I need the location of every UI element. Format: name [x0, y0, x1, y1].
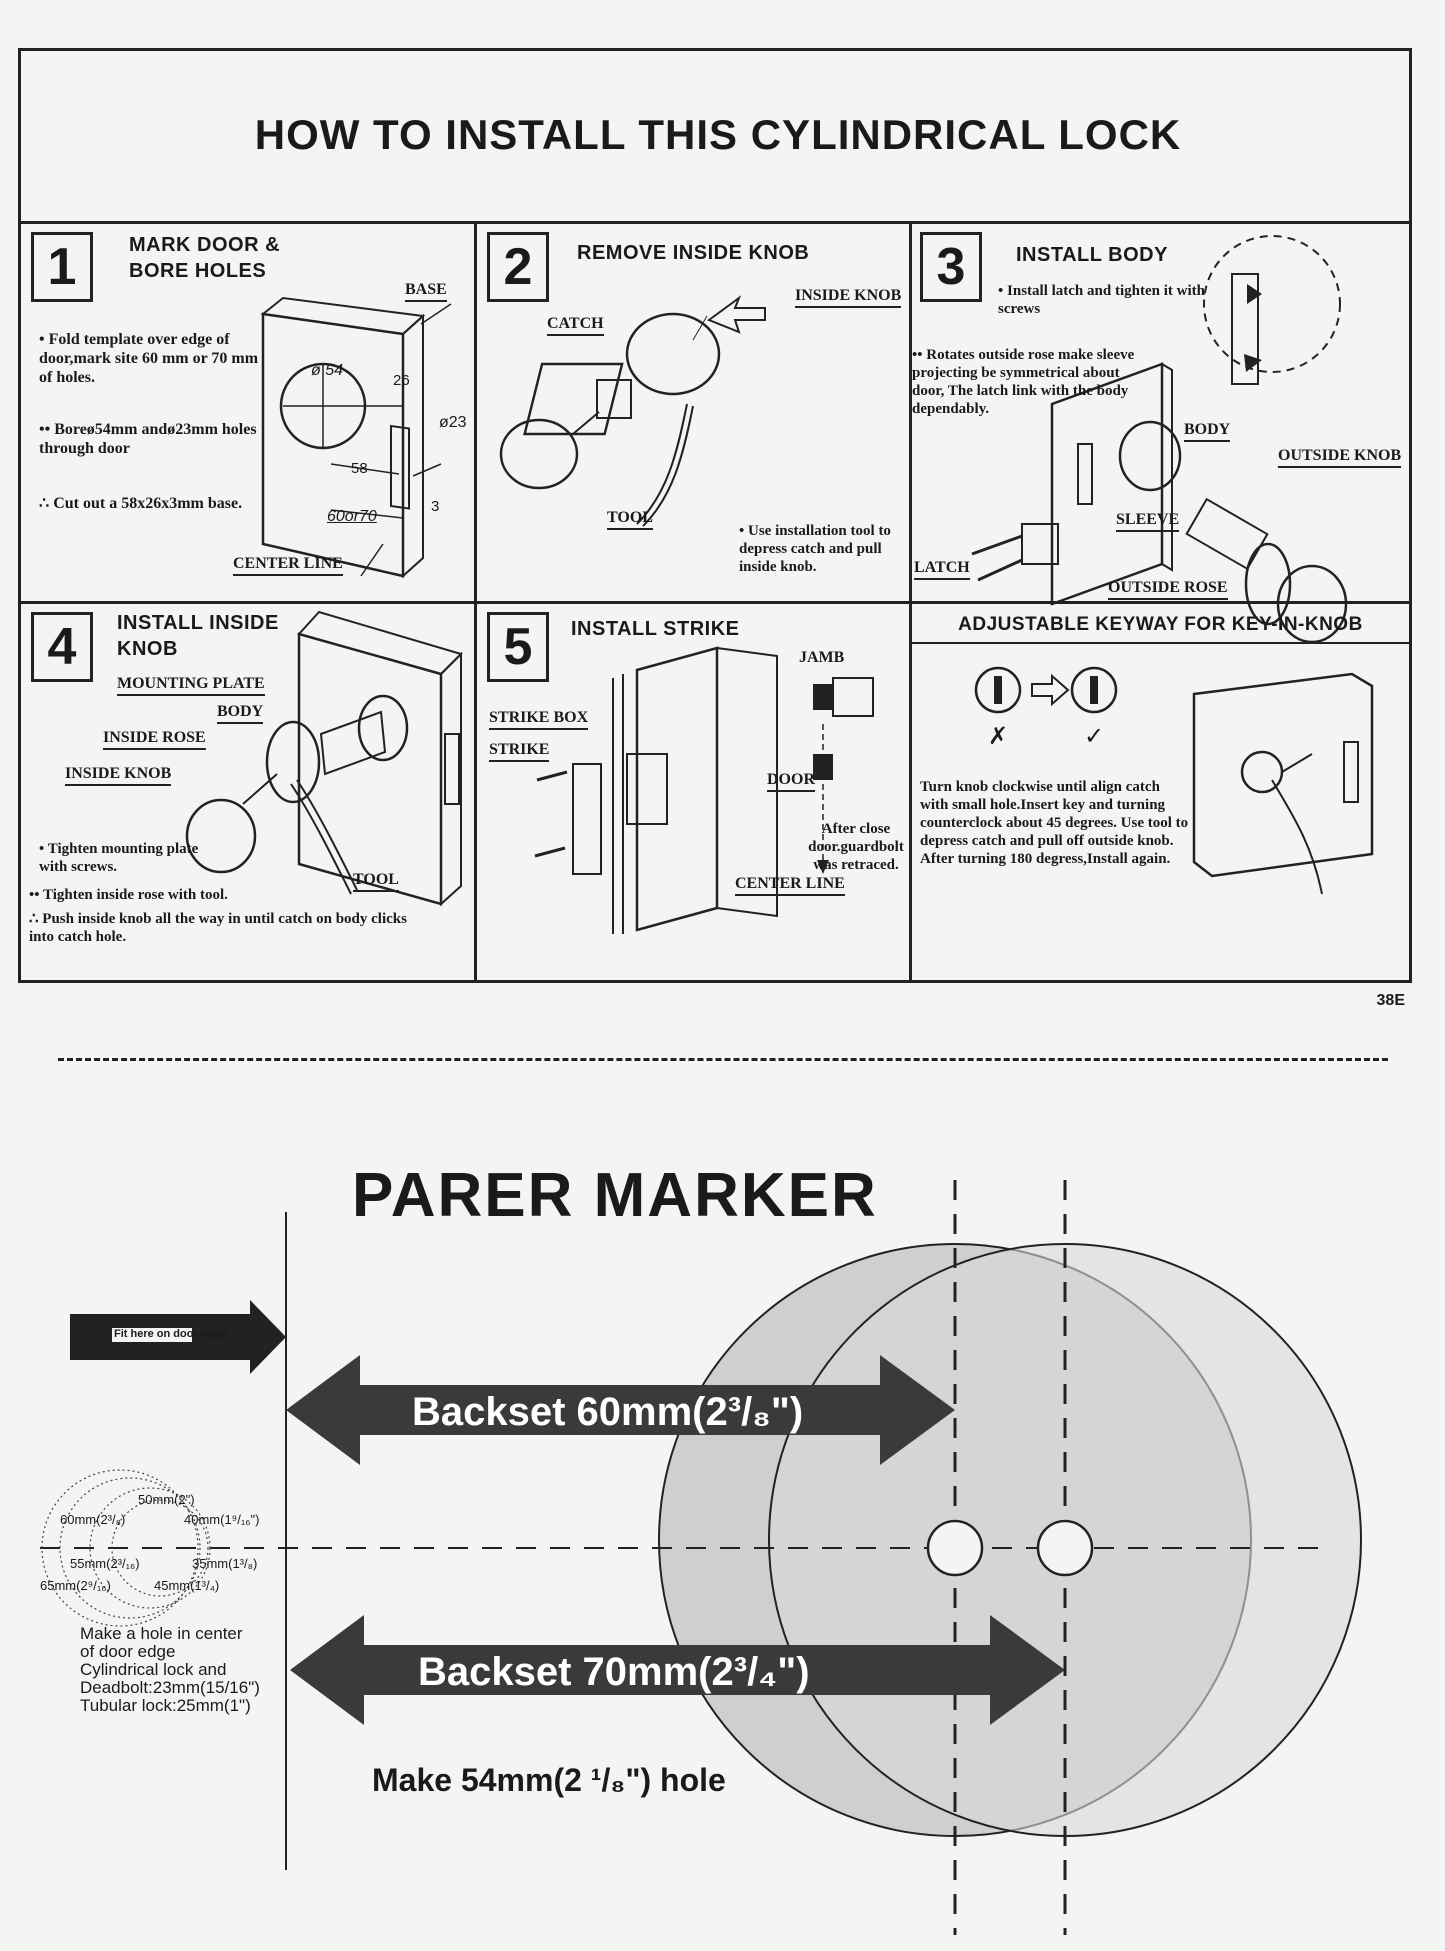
- step-number: 5: [487, 612, 549, 682]
- step-note: • Use installation tool to depress catch…: [739, 523, 891, 575]
- keyway-section: ADJUSTABLE KEYWAY FOR KEY-IN-KNOB ✗ ✓ Tu…: [912, 604, 1409, 981]
- step-number: 4: [31, 612, 93, 682]
- wrong-mark-icon: ✗: [988, 723, 1009, 750]
- step-title: MARK DOOR & BORE HOLES: [129, 232, 280, 284]
- divider: [21, 221, 1409, 224]
- divider: [21, 601, 1409, 604]
- outside-knob-label: OUTSIDE KNOB: [1278, 446, 1402, 468]
- step-title-line: KNOB: [117, 638, 178, 660]
- step-3: 3 INSTALL BODY • Install latch and tight…: [912, 224, 1409, 644]
- jamb-label: JAMB: [799, 649, 845, 666]
- backset-60-label: Backset 60mm(2³/₈"): [412, 1390, 804, 1434]
- body-install-drawing: [971, 235, 1348, 644]
- step-number: 1: [31, 232, 93, 302]
- step-title-line: INSTALL INSIDE: [117, 612, 279, 634]
- make-hole-label: Make 54mm(2 ¹/₈") hole: [372, 1762, 726, 1798]
- step-note: •• Rotates outside rose make sleeve proj…: [912, 347, 1135, 417]
- keyway-drawing: [974, 666, 1374, 895]
- door-template-drawing: [260, 296, 452, 579]
- knob-removal-drawing: [499, 295, 766, 527]
- side-note-line: Tubular lock:25mm(1"): [80, 1696, 251, 1715]
- step-1: 1 MARK DOOR & BORE HOLES BASE ø 54 26 ø2…: [21, 224, 474, 601]
- edge-label: Fit here on door edge: [114, 1328, 227, 1340]
- dim-26: 26: [393, 372, 410, 389]
- step-title-line: MARK DOOR &: [129, 234, 281, 256]
- step-note: ∴ Cut out a 58x26x3mm base.: [39, 495, 243, 512]
- body-label: BODY: [1184, 420, 1231, 442]
- divider: [474, 221, 477, 981]
- inside-knob-label: INSIDE KNOB: [65, 764, 172, 786]
- step-title: INSTALL INSIDE KNOB: [117, 610, 279, 662]
- sheet-title: HOW TO INSTALL THIS CYLINDRICAL LOCK: [254, 111, 1182, 158]
- strike-label: STRIKE: [489, 740, 550, 762]
- dim-58: 58: [351, 460, 368, 477]
- body-label: BODY: [217, 702, 264, 724]
- step-note: ∴ Push inside knob all the way in until …: [29, 911, 407, 945]
- dim-35mm: 35mm(1³/₈): [192, 1556, 258, 1571]
- tool-label: TOOL: [353, 870, 399, 892]
- side-note-line: Deadbolt:23mm(15/16"): [80, 1678, 260, 1697]
- dim-45mm: 45mm(1³/₄): [154, 1578, 220, 1593]
- latch-label: LATCH: [914, 558, 970, 580]
- step-note: After close door.guardbolt was retraced.: [808, 821, 904, 873]
- instruction-sheet: HOW TO INSTALL THIS CYLINDRICAL LOCK 1 M…: [18, 48, 1412, 983]
- side-note-line: of door edge: [80, 1642, 176, 1661]
- keyway-note: Turn knob clockwise until align catch wi…: [920, 779, 1189, 867]
- step-note: • Tighten mounting plate with screws.: [39, 841, 199, 875]
- step-note: •• Tighten inside rose with tool.: [29, 887, 228, 903]
- section-title: ADJUSTABLE KEYWAY FOR KEY-IN-KNOB: [958, 614, 1363, 635]
- strike-box-label: STRIKE BOX: [489, 708, 589, 730]
- step-4: 4 INSTALL INSIDE KNOB MOUNTING PLATE BOD…: [21, 604, 474, 981]
- divider: [909, 642, 1409, 644]
- dim-23: ø23: [439, 414, 467, 431]
- door-label: DOOR: [767, 770, 815, 792]
- dim-50mm: 50mm(2"): [138, 1492, 195, 1507]
- dim-60or70: 60or70: [327, 508, 377, 525]
- step-number: 3: [920, 232, 982, 302]
- step-title: INSTALL STRIKE: [571, 618, 740, 640]
- tool-label: TOOL: [607, 508, 653, 530]
- right-mark-icon: ✓: [1084, 723, 1105, 750]
- backset-70-label: Backset 70mm(2³/₄"): [418, 1650, 810, 1694]
- center-line-label: CENTER LINE: [735, 874, 845, 896]
- inside-knob-drawing: [185, 610, 463, 907]
- step-5: 5 INSTALL STRIKE JAMB STRIKE BOX STRIKE …: [477, 604, 909, 981]
- cut-line: [58, 1058, 1388, 1061]
- step-number: 2: [487, 232, 549, 302]
- page-code: 38E: [1376, 992, 1405, 1009]
- outside-rose-label: OUTSIDE ROSE: [1108, 578, 1228, 600]
- side-note-line: Make a hole in center: [80, 1624, 243, 1643]
- dim-55mm: 55mm(2³/₁₆): [70, 1556, 140, 1571]
- dim-54: ø 54: [311, 362, 344, 379]
- step-title: REMOVE INSIDE KNOB: [577, 242, 810, 264]
- base-label: BASE: [405, 280, 447, 302]
- step-2: 2 REMOVE INSIDE KNOB INSIDE KNOB CATCH T…: [477, 224, 909, 601]
- inside-rose-label: INSIDE ROSE: [103, 728, 206, 750]
- mounting-plate-label: MOUNTING PLATE: [117, 674, 265, 696]
- marker-title: PARER MARKER: [352, 1161, 878, 1230]
- dim-40mm: 40mm(1⁹/₁₆"): [184, 1512, 260, 1527]
- sleeve-label: SLEEVE: [1116, 510, 1180, 532]
- step-title-line: BORE HOLES: [129, 260, 267, 282]
- step-note: • Fold template over edge of door,mark s…: [39, 331, 259, 386]
- inside-knob-label: INSIDE KNOB: [795, 286, 902, 308]
- step-title: INSTALL BODY: [1016, 244, 1168, 266]
- dim-65mm: 65mm(2⁹/₁₆): [40, 1578, 111, 1593]
- side-note: Make a hole in center of door edge Cylin…: [80, 1625, 300, 1715]
- divider: [909, 221, 912, 981]
- step-note: • Install latch and tighten it with scre…: [998, 283, 1205, 317]
- center-line-label: CENTER LINE: [233, 554, 343, 576]
- dim-60mm: 60mm(2³/₈): [60, 1512, 126, 1527]
- dim-3: 3: [431, 498, 440, 515]
- catch-label: CATCH: [547, 314, 604, 336]
- step-note: •• Boreø54mm andø23mm holes through door: [39, 421, 257, 457]
- side-note-line: Cylindrical lock and: [80, 1660, 227, 1679]
- strike-drawing: [534, 646, 874, 934]
